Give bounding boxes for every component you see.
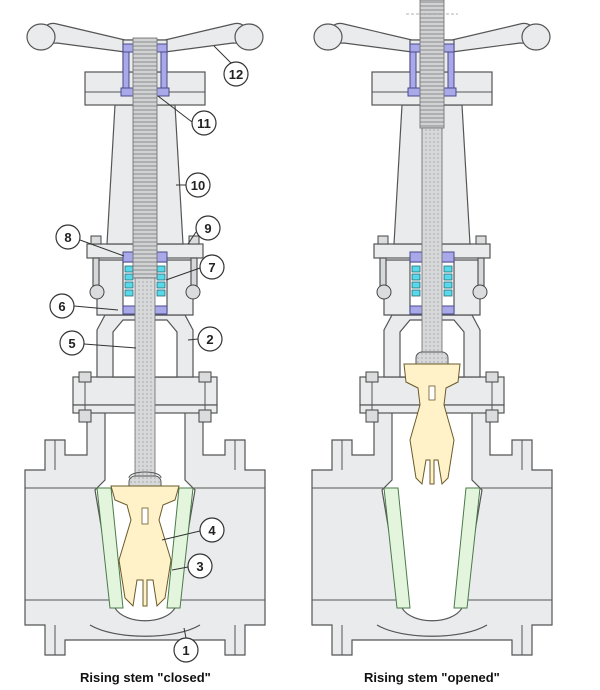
callout-6-label: 6 [58,299,65,314]
callout-1-label: 1 [182,643,189,658]
caption-closed: Rising stem "closed" [80,670,211,685]
callout-4 [199,517,225,543]
callout-12-label: 12 [229,67,243,82]
callout-11 [191,110,217,136]
callout-5 [59,330,85,356]
callout-8 [55,224,81,250]
callout-3 [187,553,213,579]
callout-11-label: 11 [197,116,211,131]
callout-7-label: 7 [208,260,215,275]
caption-opened: Rising stem "opened" [364,670,500,685]
callout-10 [185,172,211,198]
callout-8-label: 8 [64,230,71,245]
callouts: 12 11 10 9 8 7 6 5 2 4 [49,45,249,663]
callout-5-label: 5 [68,336,75,351]
callout-9-label: 9 [204,221,211,236]
callout-12 [223,61,249,87]
callout-6 [49,293,75,319]
callout-9 [195,215,221,241]
callout-2-label: 2 [206,332,213,347]
callout-2 [197,326,223,352]
callout-10-label: 10 [191,178,205,193]
callout-1 [173,637,199,663]
callout-7 [199,254,225,280]
closed-valve [24,22,266,656]
opened-valve [311,0,553,656]
callout-4-label: 4 [208,523,216,538]
callout-3-label: 3 [196,559,203,574]
